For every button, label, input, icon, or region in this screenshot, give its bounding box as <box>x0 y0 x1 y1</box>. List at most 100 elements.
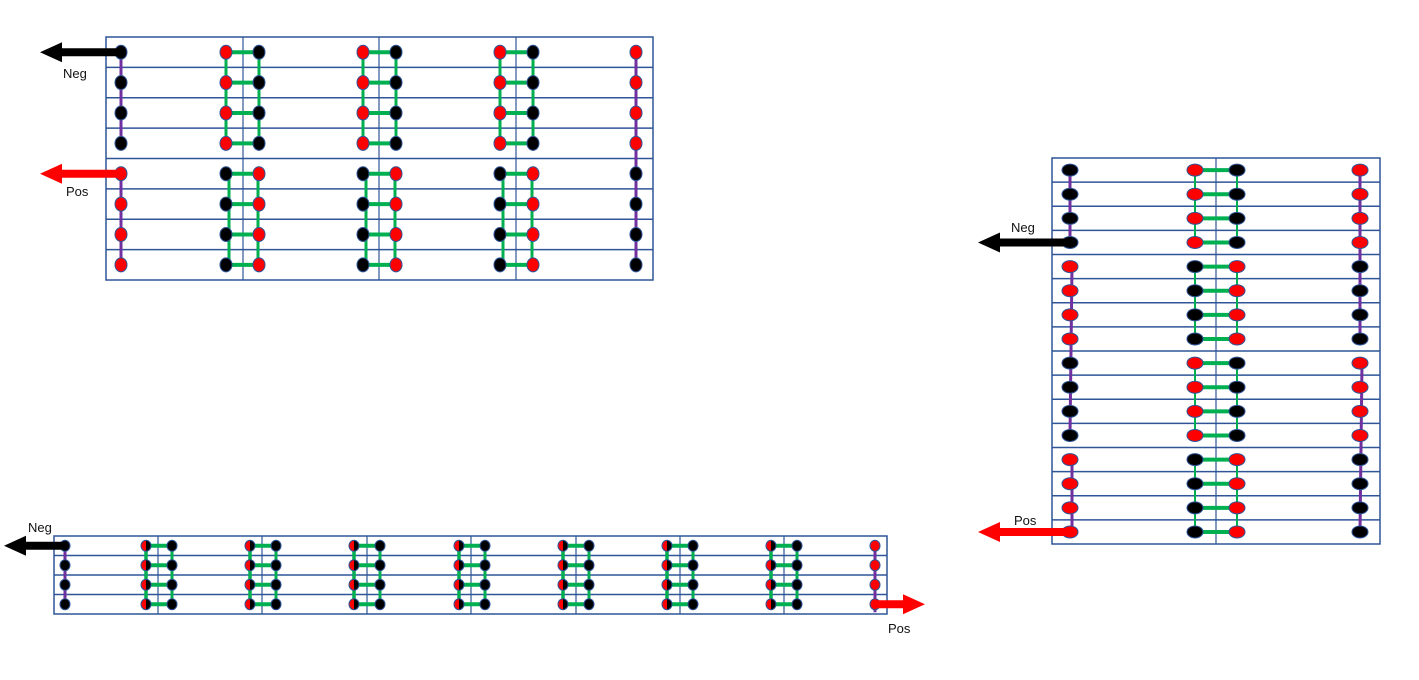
cell-node <box>1228 428 1246 442</box>
cell-outline <box>661 578 673 591</box>
cell-half-left <box>220 197 226 212</box>
cell-half-left <box>349 540 354 552</box>
cell-half-left <box>766 559 771 571</box>
cell-outline <box>1186 163 1204 177</box>
cell-outline <box>389 257 403 273</box>
cell-node <box>493 105 507 121</box>
cell-outline <box>219 135 233 151</box>
cell-node <box>629 44 643 60</box>
cell-node <box>1186 211 1204 225</box>
neg-label-right: Neg <box>1011 220 1035 235</box>
cell-node <box>1351 211 1369 225</box>
cell-outline <box>356 196 370 212</box>
cell-node <box>1061 163 1079 177</box>
cell-outline <box>1228 187 1246 201</box>
cell-outline <box>389 166 403 182</box>
cell-half-left <box>115 257 121 272</box>
cell-half-left <box>1229 381 1237 394</box>
cell-half-left <box>1187 453 1195 466</box>
cell-node <box>687 559 699 572</box>
cell-half-left <box>271 598 276 610</box>
cell-node <box>1061 187 1079 201</box>
cell-half-left <box>141 598 146 610</box>
cell-outline <box>1186 453 1204 467</box>
cell-half-left <box>390 136 396 151</box>
cell-outline <box>1351 260 1369 274</box>
cell-node <box>661 598 673 611</box>
cell-outline <box>1061 404 1079 418</box>
cell-half-left <box>115 197 121 212</box>
cell-node <box>389 257 403 273</box>
cell-half-left <box>584 598 589 610</box>
cell-half-left <box>1187 429 1195 442</box>
cell-half-left <box>792 598 797 610</box>
cell-node <box>252 44 266 60</box>
cell-half-left <box>1229 453 1237 466</box>
cell-outline <box>1061 428 1079 442</box>
cell-half-left <box>454 598 459 610</box>
cell-outline <box>389 135 403 151</box>
cell-outline <box>687 539 699 552</box>
cell-outline <box>629 226 643 242</box>
cell-half-left <box>253 197 259 212</box>
cell-node <box>493 166 507 182</box>
cell-node <box>1061 211 1079 225</box>
cell-node <box>1351 428 1369 442</box>
cell-half-left <box>220 75 226 90</box>
cell-half-left <box>1352 236 1360 249</box>
cell-node <box>661 559 673 572</box>
cell-half-left <box>167 579 172 591</box>
cell-outline <box>219 105 233 121</box>
cell-outline <box>244 578 256 591</box>
cell-outline <box>219 166 233 182</box>
cell-outline <box>1186 235 1204 249</box>
cell-half-left <box>1352 525 1360 538</box>
cell-half-left <box>494 257 500 272</box>
cell-outline <box>356 257 370 273</box>
cell-node <box>356 135 370 151</box>
cell-node <box>389 75 403 91</box>
cell-outline <box>1186 428 1204 442</box>
cell-half-left <box>357 136 363 151</box>
cell-outline <box>1061 332 1079 346</box>
cell-half-left <box>60 579 65 591</box>
cell-half-left <box>630 75 636 90</box>
cell-half-left <box>167 540 172 552</box>
cell-node <box>1228 356 1246 370</box>
cell-node <box>356 75 370 91</box>
cell-node <box>114 75 128 91</box>
cell-outline <box>1351 380 1369 394</box>
cell-node <box>765 598 777 611</box>
cell-outline <box>526 44 540 60</box>
cell-half-left <box>220 105 226 120</box>
cell-outline <box>59 578 71 591</box>
cell-half-left <box>870 559 875 571</box>
cell-outline <box>114 257 128 273</box>
cell-half-left <box>494 166 500 181</box>
cell-node <box>791 539 803 552</box>
cell-node <box>557 598 569 611</box>
cell-outline <box>1228 404 1246 418</box>
cell-half-left <box>630 227 636 242</box>
cell-node <box>389 166 403 182</box>
cell-node <box>557 539 569 552</box>
cell-node <box>244 559 256 572</box>
cell-outline <box>493 135 507 151</box>
cell-outline <box>389 196 403 212</box>
cell-half-left <box>220 166 226 181</box>
cell-node <box>1061 308 1079 322</box>
cell-node <box>1061 477 1079 491</box>
cell-outline <box>479 539 491 552</box>
cell-outline <box>479 559 491 572</box>
cell-half-left <box>1062 188 1070 201</box>
cell-outline <box>493 75 507 91</box>
cell-outline <box>493 166 507 182</box>
cell-node <box>166 539 178 552</box>
cell-outline <box>1186 284 1204 298</box>
cell-outline <box>114 105 128 121</box>
cell-half-left <box>141 540 146 552</box>
cell-node <box>348 578 360 591</box>
cell-outline <box>1351 332 1369 346</box>
cell-outline <box>219 196 233 212</box>
cell-outline <box>252 135 266 151</box>
